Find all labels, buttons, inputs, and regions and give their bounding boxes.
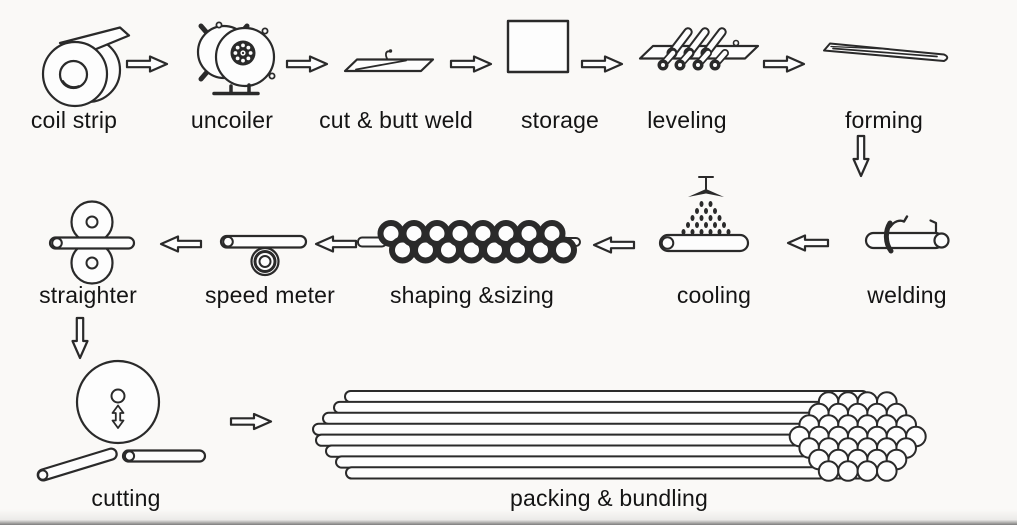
flow-arrow-right-icon (285, 55, 329, 73)
flow-arrow-left-icon (786, 234, 830, 252)
flow-arrow-right-icon (125, 55, 169, 73)
label-coil-strip: coil strip (30, 107, 118, 133)
label-cut-butt-weld: cut & butt weld (319, 107, 473, 133)
label-storage: storage (520, 107, 600, 133)
flow-arrow-right-icon (580, 55, 624, 73)
label-speed-meter: speed meter (204, 282, 336, 308)
tube-welding-torch-icon (864, 215, 950, 254)
flow-arrow-right-icon (449, 55, 493, 73)
storage-box-icon (506, 19, 570, 74)
roller-chain-icon (357, 220, 581, 264)
coil-roll-icon (41, 26, 131, 108)
forming-taper-icon (823, 42, 949, 62)
leveling-rollers-icon (638, 27, 760, 71)
label-shaping-sizing: shaping &sizing (389, 282, 555, 308)
pinch-rollers-icon (48, 200, 136, 285)
saw-blade-tubes-icon (36, 359, 207, 482)
label-straighter: straighter (39, 282, 137, 308)
label-welding: welding (867, 282, 947, 308)
tube-speed-roller-icon (219, 234, 308, 277)
label-packing-bundling: packing & bundling (510, 485, 708, 511)
flow-arrow-right-icon (229, 412, 273, 431)
label-cooling: cooling (676, 282, 752, 308)
label-uncoiler: uncoiler (190, 107, 274, 133)
label-cutting: cutting (91, 485, 161, 511)
flow-arrow-left-icon (159, 235, 203, 253)
flow-arrow-right-icon (762, 55, 806, 73)
flow-arrow-down-icon (852, 134, 870, 178)
label-forming: forming (844, 107, 924, 133)
shower-spray-tube-icon (658, 176, 750, 253)
flow-arrow-left-icon (592, 236, 636, 254)
tube-bundle-icon (312, 390, 927, 482)
label-leveling: leveling (647, 107, 727, 133)
flow-arrow-left-icon (314, 235, 358, 253)
uncoiler-machine-icon (196, 21, 276, 96)
strip-weld-seam-icon (343, 49, 435, 73)
flow-arrow-down-icon (71, 316, 89, 360)
